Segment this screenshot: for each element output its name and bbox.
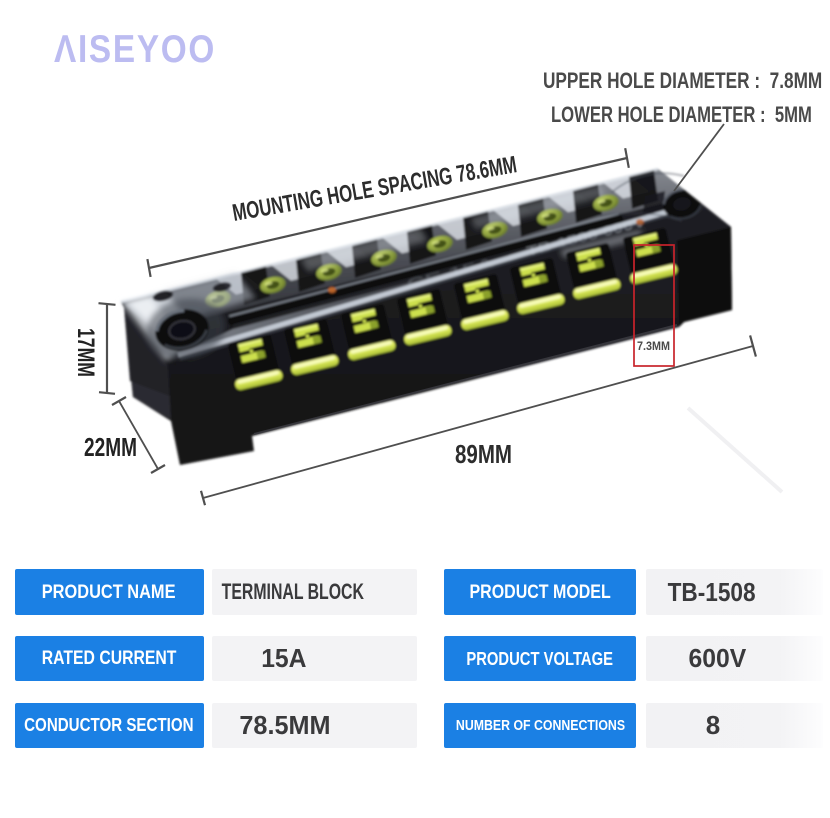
- svg-text:22MM: 22MM: [84, 432, 137, 462]
- svg-text:7.3MM: 7.3MM: [637, 341, 670, 353]
- svg-text:89MM: 89MM: [455, 439, 512, 469]
- svg-text:17MM: 17MM: [72, 328, 99, 377]
